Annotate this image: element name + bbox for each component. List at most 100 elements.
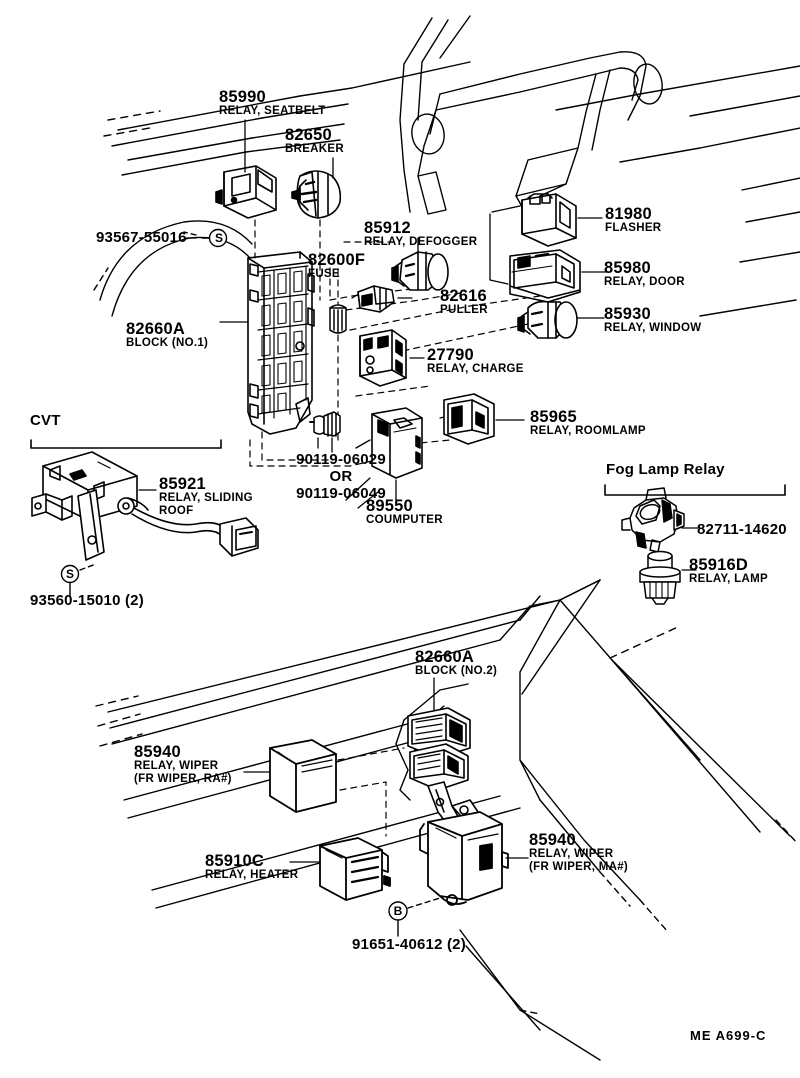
part-desc-82600F: FUSE [308,268,340,280]
part-number-85990: 85990 [219,88,266,106]
marker-S-93567 [183,228,228,248]
part-number-85980: 85980 [604,259,651,277]
part-shape-85910C [319,837,391,901]
part-number-85965: 85965 [530,408,577,426]
wheel-arch-contour [93,220,253,317]
part-number-85930: 85930 [604,305,651,323]
part-desc-85910C: RELAY, HEATER [205,869,299,881]
part-shape-85916D [639,550,681,605]
part-desc2-85940-ra: (FR WIPER, RA#) [134,772,232,785]
label-82660A-1: 82660A BLOCK (NO.1) [126,320,209,350]
part-shape-85940-ra [269,739,337,813]
label-85980: 85980 RELAY, DOOR [604,259,685,289]
part-desc-82616: PULLER [440,304,488,316]
label-82711: 82711-14620 [697,521,787,538]
label-85921: 85921 RELAY, SLIDING ROOF [159,475,253,517]
part-shape-82711 [621,487,685,553]
part-desc-82660A-1: BLOCK (NO.1) [126,337,209,349]
label-82660A-2: 82660A BLOCK (NO.2) [415,648,498,678]
label-82650: 82650 BREAKER [285,126,344,156]
part-number-93567: 93567-55016 [96,229,187,246]
part-number-85940-ma: 85940 [529,831,576,849]
upper-body-contours [103,15,800,317]
label-85940-ra: 85940 RELAY, WIPER (FR WIPER, RA#) [134,743,232,785]
part-shape-85921 [31,451,259,561]
label-85940-ma: 85940 RELAY, WIPER (FR WIPER, MA#) [529,831,629,873]
label-91651: 91651-40612 (2) [352,936,466,953]
part-shape-85990 [215,165,277,219]
part-desc-81980: FLASHER [605,222,662,234]
label-85930: 85930 RELAY, WINDOW [604,305,702,335]
part-number-82660A-2: 82660A [415,648,474,666]
s-marker-93560-glyph: S [65,567,74,581]
marker-B-91651 [388,897,441,937]
part-number-27790: 27790 [427,346,474,364]
label-85910C: 85910C RELAY, HEATER [205,852,299,882]
part-number-90119-or: OR [329,468,353,485]
label-93560: 93560-15010 (2) [30,592,144,609]
part-shape-89550 [371,407,423,479]
part-number-85921: 85921 [159,475,206,493]
part-desc-27790: RELAY, CHARGE [427,363,524,375]
part-desc-85940-ma: RELAY, WIPER [529,848,614,860]
part-number-91651: 91651-40612 (2) [352,936,466,953]
part-number-85940-ra: 85940 [134,743,181,761]
label-85990: 85990 RELAY, SEATBELT [219,88,326,118]
part-desc2-85921: ROOF [159,504,194,517]
part-desc-85930: RELAY, WINDOW [604,322,702,334]
part-number-82660A-1: 82660A [126,320,185,338]
fog-lamp-group-bracket [604,484,786,496]
label-85912: 85912 RELAY, DEFOGGER [364,219,478,249]
sheet-code: ME A699-C [690,1028,767,1043]
part-desc-85912: RELAY, DEFOGGER [364,236,478,248]
part-number-85912: 85912 [364,219,411,237]
part-number-82711: 82711-14620 [697,521,787,538]
label-89550: 89550 COUMPUTER [366,497,443,527]
group-label-fog-lamp-relay: Fog Lamp Relay [606,461,725,478]
part-desc-85990: RELAY, SEATBELT [219,105,326,117]
part-shape-82650 [291,170,342,219]
part-number-85910C: 85910C [205,852,264,870]
label-82616: 82616 PULLER [440,288,488,317]
part-number-81980: 81980 [605,205,652,223]
part-number-90119-b: 90119-06049 [296,485,386,502]
part-desc-85921: RELAY, SLIDING [159,492,253,504]
part-shape-85965 [443,393,495,445]
part-shape-85912 [391,251,449,291]
part-shape-85940-ma [419,811,509,906]
part-number-93560: 93560-15010 (2) [30,592,144,609]
label-81980: 81980 FLASHER [605,205,662,235]
part-number-82600F: 82600F [308,251,366,269]
b-marker-91651-glyph: B [393,904,403,918]
part-number-82650: 82650 [285,126,332,144]
part-shape-82660A-1 [247,251,315,435]
part-desc-85980: RELAY, DOOR [604,276,685,288]
cvt-group-bracket [30,439,222,449]
part-desc-82660A-2: BLOCK (NO.2) [415,665,498,677]
part-desc-85965: RELAY, ROOMLAMP [530,425,646,437]
part-number-89550: 89550 [366,497,413,515]
part-desc2-85940-ma: (FR WIPER, MA#) [529,860,629,873]
part-desc-89550: COUMPUTER [366,514,443,526]
part-desc-85916D: RELAY, LAMP [689,573,768,585]
label-85916D: 85916D RELAY, LAMP [689,557,768,586]
label-93567: 93567-55016 [96,229,187,246]
part-desc-85940-ra: RELAY, WIPER [134,760,219,772]
part-shape-85980 [509,249,581,303]
part-number-90119-a: 90119-06029 [296,451,386,468]
label-85965: 85965 RELAY, ROOMLAMP [530,408,646,438]
part-shape-82600F [329,304,347,334]
label-27790: 27790 RELAY, CHARGE [427,346,524,376]
label-90119: 90119-06029 OR 90119-06049 [276,451,406,502]
label-82600F: 82600F FUSE [308,251,366,281]
part-shape-82616 [357,285,395,313]
part-shape-90119 [309,411,341,437]
marker-S-93560 [60,563,97,597]
part-shape-27790 [359,329,407,387]
part-shape-81980 [521,193,577,247]
s-marker-93567-glyph: S [214,231,223,245]
part-desc-82650: BREAKER [285,143,344,155]
part-shape-85930 [517,300,578,339]
